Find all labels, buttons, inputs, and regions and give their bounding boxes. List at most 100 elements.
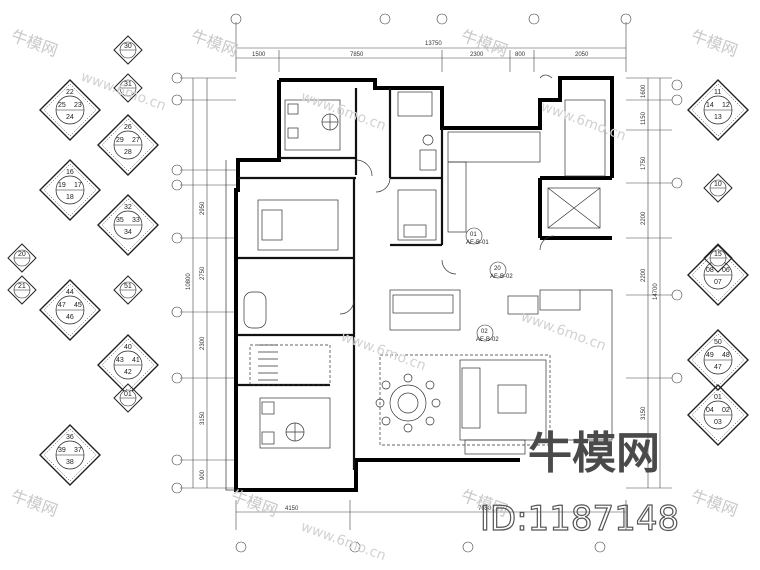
watermark-logo: 牛模网: [189, 26, 241, 60]
far-left-callout-diamond: 20: [7, 243, 37, 273]
callout-number: 15: [714, 251, 722, 258]
single-callout-diamond: 01: [113, 383, 143, 413]
right-total-dim: 14700: [653, 283, 659, 300]
callout-number: 39: [58, 447, 66, 454]
right-dim-6: 3150: [641, 406, 647, 420]
watermark-logo: 牛模网: [689, 26, 741, 60]
callout-number: 33: [132, 217, 140, 224]
callout-number: 35: [116, 217, 124, 224]
left-dim-2: 2750: [200, 266, 206, 280]
callout-number: 36: [66, 434, 74, 441]
callout-number: 17: [74, 182, 82, 189]
callout-number: 14: [706, 102, 714, 109]
callout-number: 28: [124, 149, 132, 156]
watermark-url: www.6mo.cn: [339, 329, 428, 375]
watermark-url: www.6mo.cn: [539, 99, 628, 145]
callout-number: 03: [714, 419, 722, 426]
callout-number: 34: [124, 229, 132, 236]
watermark-url: www.6mo.cn: [299, 519, 388, 565]
left-dim-4: 3150: [200, 411, 206, 425]
callout-number: 07: [714, 279, 722, 286]
watermark-url: www.6mo.cn: [299, 89, 388, 135]
left-dim-3: 2300: [200, 336, 206, 350]
callout-number: 24: [66, 114, 74, 121]
top-total-dim: 13750: [425, 41, 442, 47]
callout-number: 29: [116, 137, 124, 144]
model-id-label: ID:1187148: [480, 499, 679, 539]
callout-number: 01: [714, 394, 722, 401]
callout-number: 06: [722, 267, 730, 274]
callout-number: 02: [722, 407, 730, 414]
room-tag-20: 20 AE-B-02: [489, 261, 513, 280]
callout-number: 16: [66, 169, 74, 176]
left-dim-5: 900: [200, 469, 206, 480]
right-dim-4: 2200: [641, 211, 647, 225]
watermark-logo: 牛模网: [459, 26, 511, 60]
callout-number: 37: [74, 447, 82, 454]
callout-number: 38: [66, 459, 74, 466]
callout-number: 31: [124, 81, 132, 88]
callout-number: 12: [722, 102, 730, 109]
svg-text:AE-B-01: AE-B-01: [466, 240, 489, 246]
single-callout-diamond: 30: [113, 35, 143, 65]
svg-text:AE-B-02: AE-B-02: [490, 274, 513, 280]
callout-number: 30: [124, 43, 132, 50]
top-dim-3: 2300: [470, 52, 484, 58]
left-dimension-chain: [171, 72, 236, 494]
bottom-dimension-chain: [235, 500, 627, 553]
svg-text:02: 02: [481, 329, 488, 335]
callout-number: 45: [74, 302, 82, 309]
callout-number: 21: [18, 283, 26, 290]
room-tag-02: 02 AE-B-02: [476, 324, 499, 343]
callout-number: 46: [66, 314, 74, 321]
svg-text:AE-B-02: AE-B-02: [476, 337, 499, 343]
right-dimension-chain: [626, 77, 683, 489]
furniture-and-fixtures: [225, 74, 613, 491]
callout-number: 01: [124, 391, 132, 398]
watermark-url: www.6mo.cn: [519, 309, 608, 355]
callout-number: 51: [124, 283, 132, 290]
bottom-dim-1: 4150: [285, 506, 299, 512]
callout-number: 23: [74, 102, 82, 109]
callout-number: 42: [124, 369, 132, 376]
callout-number: 43: [116, 357, 124, 364]
callout-number: 04: [706, 407, 714, 414]
callout-number: 27: [132, 137, 140, 144]
single-callout-diamond: 31: [113, 73, 143, 103]
right-single-callout-diamond: 15: [703, 243, 733, 273]
top-dim-4: 800: [515, 52, 526, 58]
brand-logo-text: 牛模网: [528, 428, 660, 479]
callout-number: 48: [722, 352, 730, 359]
right-dim-5: 2200: [641, 268, 647, 282]
top-dim-2: 7850: [350, 52, 364, 58]
callout-number: 22: [66, 89, 74, 96]
left-total-dim: 10800: [186, 273, 192, 290]
top-dim-1: 1500: [252, 52, 266, 58]
watermark-logo: 牛模网: [689, 486, 741, 520]
watermark-logo: 牛模网: [9, 26, 61, 60]
callout-number: 47: [714, 364, 722, 371]
right-single-callout-diamond: 10: [703, 173, 733, 203]
callout-number: 49: [706, 352, 714, 359]
single-callout-diamond: 51: [113, 275, 143, 305]
callout-number: 11: [714, 89, 721, 96]
exterior-walls: [234, 76, 614, 492]
right-dim-3: 1750: [641, 156, 647, 170]
svg-text:20: 20: [494, 266, 501, 272]
callout-number: 13: [714, 114, 722, 121]
callout-number: 08: [706, 267, 714, 274]
left-dim-1: 2950: [200, 201, 206, 215]
callout-number: 32: [124, 204, 132, 211]
callout-number: 44: [66, 289, 74, 296]
callout-number: 41: [132, 357, 140, 364]
